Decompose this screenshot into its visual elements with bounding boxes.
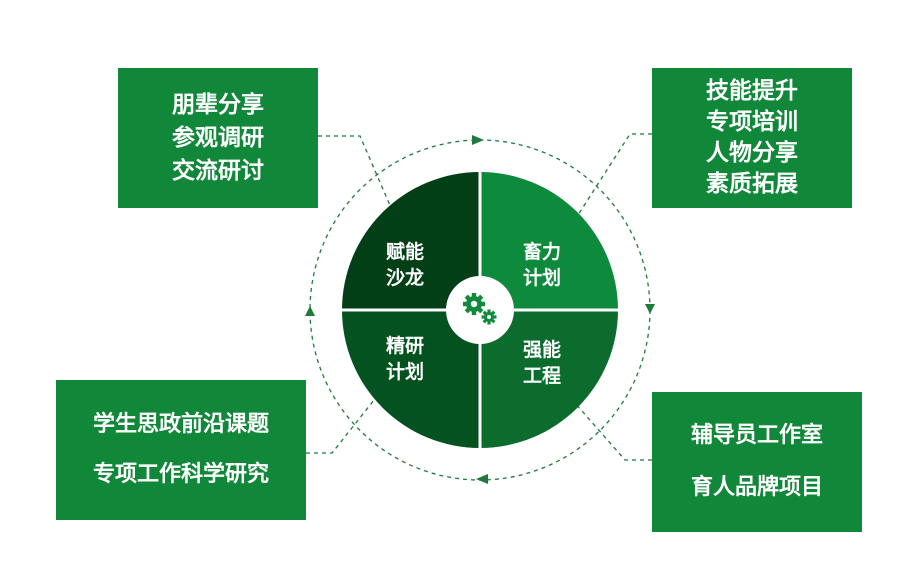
box-bottom-left-line: 专项工作科学研究 bbox=[92, 462, 269, 487]
box-top-right: 技能提升 专项培训 人物分享 素质拓展 bbox=[652, 68, 852, 208]
quadrant-bottom-right bbox=[480, 310, 618, 448]
box-bottom-left-line: 学生思政前沿课题 bbox=[92, 412, 269, 437]
ring-arrow-left bbox=[305, 306, 315, 316]
gears-icon bbox=[463, 293, 497, 325]
box-bottom-right-line: 辅导员工作室 bbox=[690, 423, 823, 448]
quadrant-bottom-left bbox=[342, 310, 480, 448]
quadrant-label-top-right-line2: 计划 bbox=[523, 266, 561, 289]
ring-arrow-top bbox=[472, 135, 484, 145]
connector-bottom-left bbox=[306, 394, 379, 454]
box-top-right-line: 专项培训 bbox=[706, 109, 798, 135]
box-bottom-right: 辅导员工作室 育人品牌项目 bbox=[652, 392, 862, 532]
ring-arrow-right bbox=[645, 304, 655, 314]
quadrant-top-right bbox=[480, 172, 618, 310]
box-bottom-left: 学生思政前沿课题 专项工作科学研究 bbox=[56, 380, 306, 520]
connector-top-right bbox=[577, 133, 652, 216]
box-bottom-right-line: 育人品牌项目 bbox=[690, 475, 823, 500]
ring-arrow-bottom bbox=[476, 474, 488, 484]
box-top-left: 朋辈分享 参观调研 交流研讨 bbox=[118, 68, 318, 208]
box-top-left-line: 朋辈分享 bbox=[172, 91, 264, 118]
quadrant-label-top-left-line2: 沙龙 bbox=[386, 266, 424, 289]
box-top-left-line: 参观调研 bbox=[172, 124, 264, 151]
quadrant-label-top-right-line1: 畜力 bbox=[523, 240, 561, 263]
box-top-right-line: 技能提升 bbox=[706, 78, 798, 104]
box-top-right-line: 人物分享 bbox=[706, 140, 798, 166]
quadrant-top-left bbox=[342, 172, 480, 310]
connector-top-left bbox=[318, 135, 393, 211]
quadrant-label-bottom-right-line2: 工程 bbox=[523, 365, 561, 387]
quadrant-label-bottom-left-line1: 精研 bbox=[386, 334, 424, 357]
box-top-right-line: 素质拓展 bbox=[706, 171, 798, 197]
quadrant-label-bottom-right-line1: 强能 bbox=[523, 338, 561, 361]
quadrant-label-bottom-left-line2: 计划 bbox=[386, 360, 424, 383]
box-top-left-line: 交流研讨 bbox=[172, 157, 264, 184]
quadrant-label-top-left-line1: 赋能 bbox=[386, 240, 424, 263]
connector-bottom-right bbox=[567, 394, 652, 461]
